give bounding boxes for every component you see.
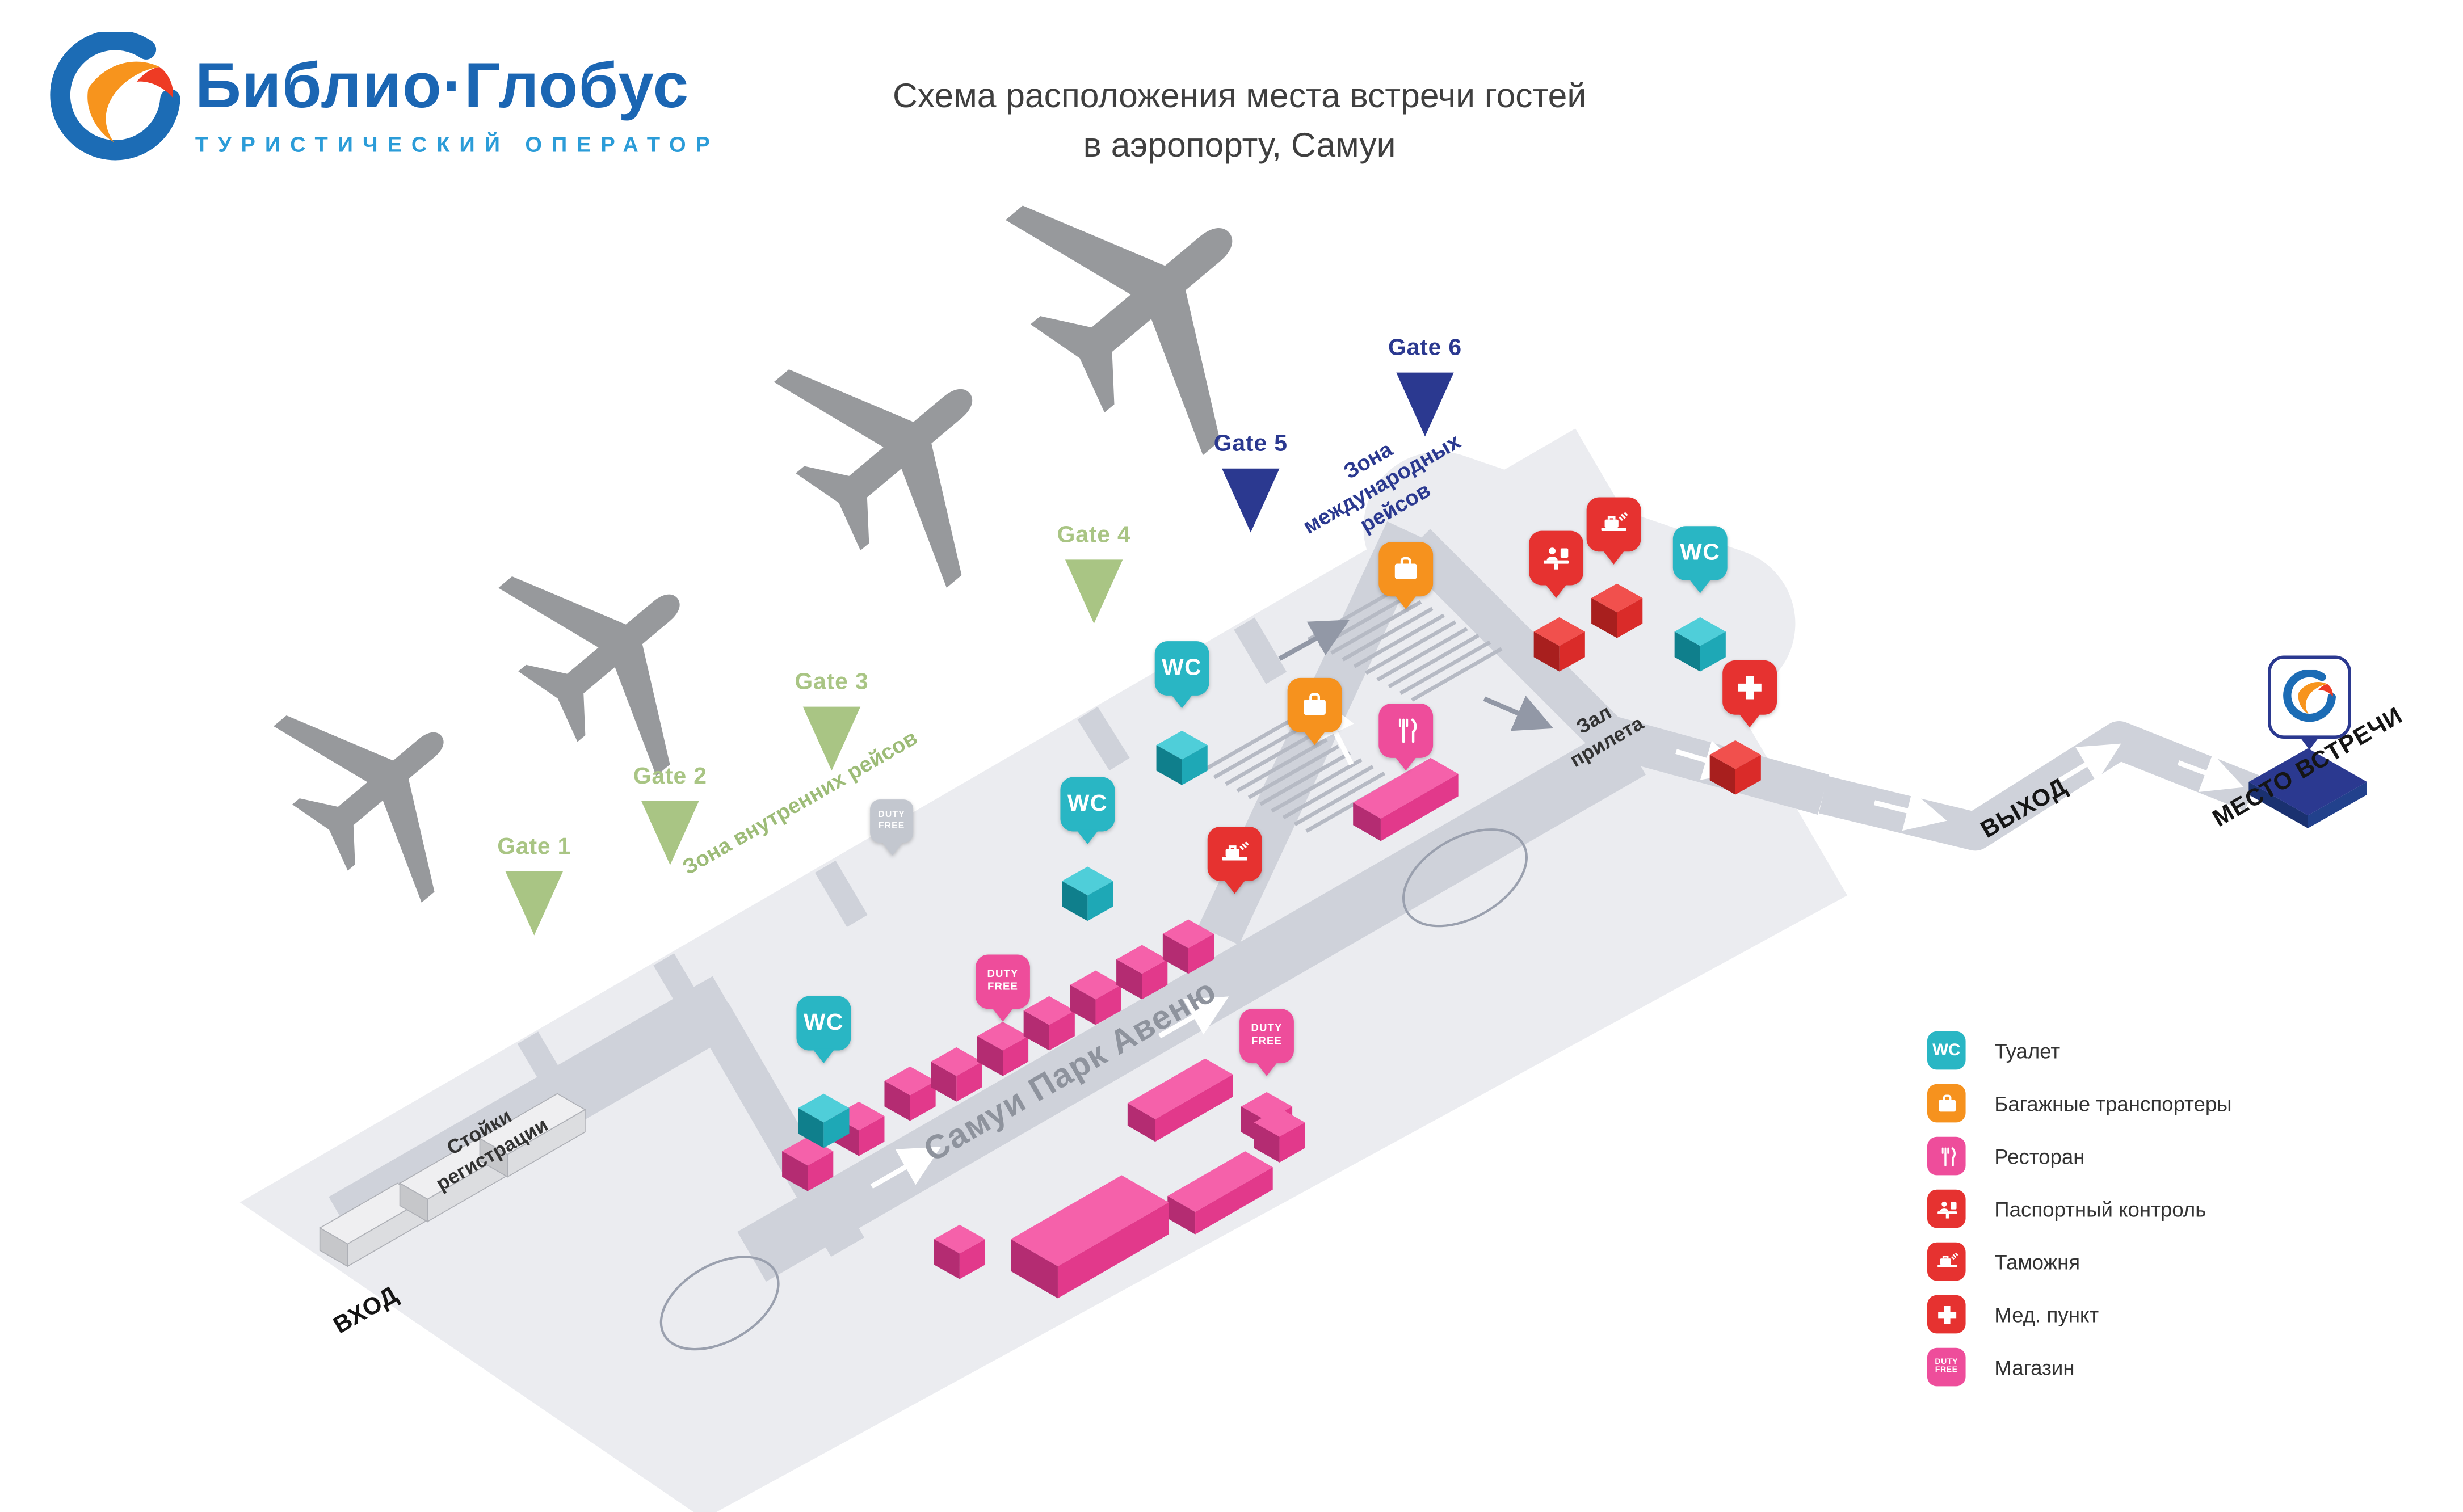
direction-arrows-gray bbox=[1278, 620, 1554, 731]
gate-2-label: Gate 2 bbox=[633, 764, 707, 790]
medical-icon bbox=[1722, 660, 1777, 715]
customs-icon bbox=[1207, 827, 1262, 881]
baggage-sign bbox=[1287, 677, 1342, 745]
gate-3-triangle-icon bbox=[802, 706, 861, 771]
brand-logo-icon bbox=[2283, 670, 2337, 725]
legend-row-passport: Паспортный контроль bbox=[1927, 1189, 2232, 1228]
legend-row-restaurant: Ресторан bbox=[1927, 1136, 2232, 1176]
gate-6-marker: Gate 6 bbox=[1364, 336, 1486, 437]
baggage-sign bbox=[1378, 542, 1434, 609]
gate-4-label: Gate 4 bbox=[1057, 523, 1131, 549]
duty-free-sign: DUTY FREE bbox=[976, 954, 1030, 1021]
gate-5-triangle-icon bbox=[1222, 468, 1280, 533]
duty-free-sign: DUTY FREE bbox=[1239, 1009, 1294, 1076]
wc-icon: WC bbox=[1672, 526, 1728, 581]
gate-3-marker: Gate 3 bbox=[771, 670, 892, 771]
brand-block: Библио·Глобус ТУРИСТИЧЕСКИЙ ОПЕРАТОР bbox=[195, 54, 720, 157]
restaurant-icon bbox=[1378, 704, 1434, 758]
passport-control-sign bbox=[1529, 530, 1584, 598]
legend-row-baggage: Багажные транспортеры bbox=[1927, 1084, 2232, 1123]
airplane-icon bbox=[469, 504, 756, 801]
passport-icon bbox=[1927, 1189, 1966, 1228]
customs-icon bbox=[1586, 497, 1641, 552]
gate-2-triangle-icon bbox=[641, 801, 699, 865]
medical-sign bbox=[1722, 660, 1777, 727]
gate-5-label: Gate 5 bbox=[1213, 431, 1288, 458]
legend-row-medical: Мед. пункт bbox=[1927, 1295, 2232, 1334]
legend-row-customs: Таможня bbox=[1927, 1242, 2232, 1281]
customs-sign bbox=[1207, 827, 1262, 894]
gate-1-triangle-icon bbox=[505, 871, 564, 936]
duty-free-icon: DUTY FREE bbox=[1239, 1009, 1294, 1064]
legend-row-shop: DUTY FREE Магазин bbox=[1927, 1347, 2232, 1387]
apron-ellipses bbox=[659, 828, 1528, 1351]
wc-sign: WC bbox=[1672, 526, 1728, 593]
gate-3-label: Gate 3 bbox=[795, 669, 869, 696]
gate-1-label: Gate 1 bbox=[497, 835, 571, 861]
wc-sign: WC bbox=[1060, 777, 1115, 844]
meeting-point-logo-badge bbox=[2268, 655, 2351, 739]
page-title: Схема расположения места встречи гостей … bbox=[752, 72, 1728, 172]
gate-6-triangle-icon bbox=[1396, 372, 1454, 437]
brand-logo-icon bbox=[48, 32, 183, 166]
restaurant-icon bbox=[1927, 1136, 1966, 1176]
gate-4-triangle-icon bbox=[1065, 559, 1123, 624]
gate-1-marker: Gate 1 bbox=[473, 835, 595, 936]
gate-6-label: Gate 6 bbox=[1388, 335, 1462, 361]
wc-sign: WC bbox=[796, 996, 851, 1063]
baggage-carousel bbox=[1201, 587, 1503, 833]
customs-sign bbox=[1586, 497, 1641, 564]
duty-free-icon: DUTY FREE bbox=[976, 954, 1030, 1009]
page-title-line1: Схема расположения места встречи гостей bbox=[892, 77, 1587, 115]
baggage-icon bbox=[1287, 677, 1342, 732]
legend: WC Туалет Багажные транспортеры Ресторан… bbox=[1927, 1031, 2232, 1387]
passport-icon bbox=[1529, 530, 1584, 586]
meeting-point-marker bbox=[2248, 748, 2367, 828]
shop-icon: DUTY FREE bbox=[1927, 1347, 1966, 1387]
gate-2-marker: Gate 2 bbox=[610, 764, 731, 865]
brand-tagline: ТУРИСТИЧЕСКИЙ ОПЕРАТОР bbox=[195, 132, 720, 157]
gate-5-marker: Gate 5 bbox=[1190, 432, 1312, 533]
wc-icon: WC bbox=[1154, 641, 1209, 696]
wc-icon: WC bbox=[796, 996, 851, 1051]
legend-row-wc: WC Туалет bbox=[1927, 1031, 2232, 1070]
airplane-icon bbox=[741, 290, 1056, 615]
brand-name: Библио·Глобус bbox=[195, 51, 690, 122]
restaurant-sign bbox=[1378, 704, 1434, 770]
baggage-icon bbox=[1378, 542, 1434, 597]
baggage-icon bbox=[1927, 1084, 1966, 1123]
gate-4-marker: Gate 4 bbox=[1033, 523, 1155, 624]
wc-sign: WC bbox=[1154, 641, 1209, 708]
medical-icon bbox=[1927, 1295, 1966, 1334]
wc-icon: WC bbox=[1927, 1031, 1966, 1070]
wc-icon: WC bbox=[1060, 777, 1115, 832]
page-title-line2: в аэропорту, Самуи bbox=[1083, 127, 1396, 165]
duty-free-icon: DUTY FREE bbox=[870, 799, 914, 843]
customs-icon bbox=[1927, 1242, 1966, 1281]
duty-free-sign-gray: DUTY FREE bbox=[870, 799, 914, 856]
